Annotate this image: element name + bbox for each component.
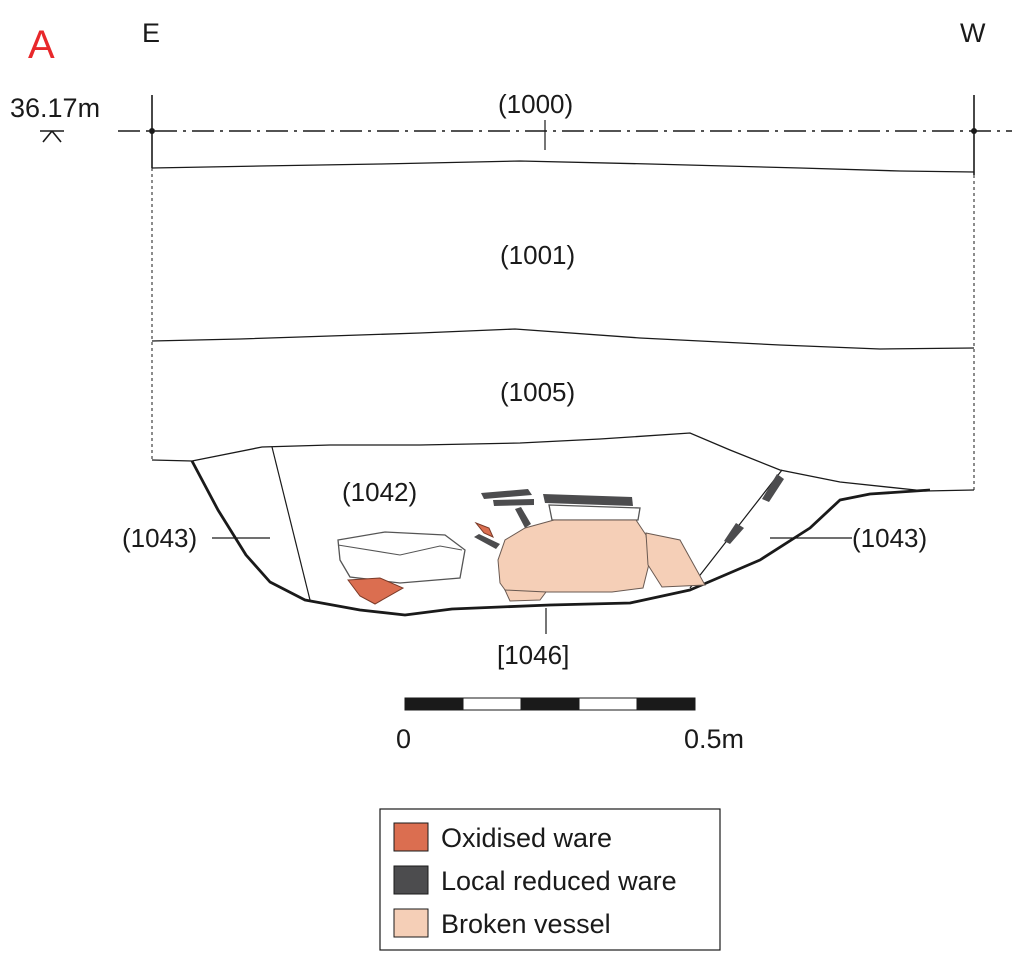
legend-swatch bbox=[393, 908, 429, 938]
panel-label: A bbox=[28, 23, 55, 67]
stone-block-top-edge bbox=[337, 544, 463, 556]
datum-marker-icon bbox=[40, 130, 64, 143]
context-1043-right-label: (1043) bbox=[852, 523, 927, 553]
broken-vessel-side-sherd bbox=[645, 532, 706, 588]
context-1043-left-label: (1043) bbox=[122, 523, 197, 553]
broken-vessel-rim bbox=[548, 504, 641, 521]
legend-label: Broken vessel bbox=[441, 909, 611, 939]
scale-bar-segment bbox=[404, 697, 464, 711]
boundary-1000-1001 bbox=[151, 160, 975, 173]
orientation-west: W bbox=[960, 18, 986, 48]
reduced-sherd-5 bbox=[543, 494, 633, 506]
legend-swatch bbox=[393, 865, 429, 895]
boundary-1005-pit bbox=[151, 432, 975, 492]
scale-bar-start-label: 0 bbox=[396, 724, 411, 754]
oxidised-sherd-large bbox=[347, 577, 405, 605]
context-1005-label: (1005) bbox=[500, 377, 575, 407]
reduced-sherd-1 bbox=[481, 489, 532, 499]
broken-vessel-body bbox=[497, 519, 651, 595]
datum-level-label: 36.17m bbox=[10, 93, 100, 123]
reduced-sherd-3 bbox=[515, 507, 531, 528]
legend-label: Oxidised ware bbox=[441, 823, 612, 853]
scale-bar-segment bbox=[578, 697, 638, 711]
cut-1046-outline bbox=[190, 460, 931, 617]
oxidised-sherd-small bbox=[474, 521, 494, 538]
reduced-sherd-2 bbox=[493, 499, 534, 506]
reduced-sherd-6 bbox=[762, 474, 784, 502]
stone-block bbox=[337, 531, 466, 584]
cut-1046-label: [1046] bbox=[497, 640, 569, 670]
reduced-sherd-7 bbox=[724, 523, 744, 544]
scale-bar-segment bbox=[462, 697, 522, 711]
context-1042-label: (1042) bbox=[342, 477, 417, 507]
fill-1043-boundary-left bbox=[271, 446, 311, 601]
scale-bar-end-label: 0.5m bbox=[684, 724, 744, 754]
scale-bar-segment bbox=[520, 697, 580, 711]
broken-vessel-base-sherd bbox=[504, 589, 547, 602]
legend-label: Local reduced ware bbox=[441, 866, 677, 896]
scale-bar-segment bbox=[636, 697, 696, 711]
context-1000-label: (1000) bbox=[498, 89, 573, 119]
context-1001-label: (1001) bbox=[500, 240, 575, 270]
legend-swatch bbox=[393, 822, 429, 852]
legend-box bbox=[379, 808, 721, 951]
scale-bar bbox=[404, 697, 696, 711]
boundary-1001-1005 bbox=[151, 328, 975, 350]
orientation-east: E bbox=[142, 18, 160, 48]
reduced-sherd-4 bbox=[474, 534, 500, 549]
